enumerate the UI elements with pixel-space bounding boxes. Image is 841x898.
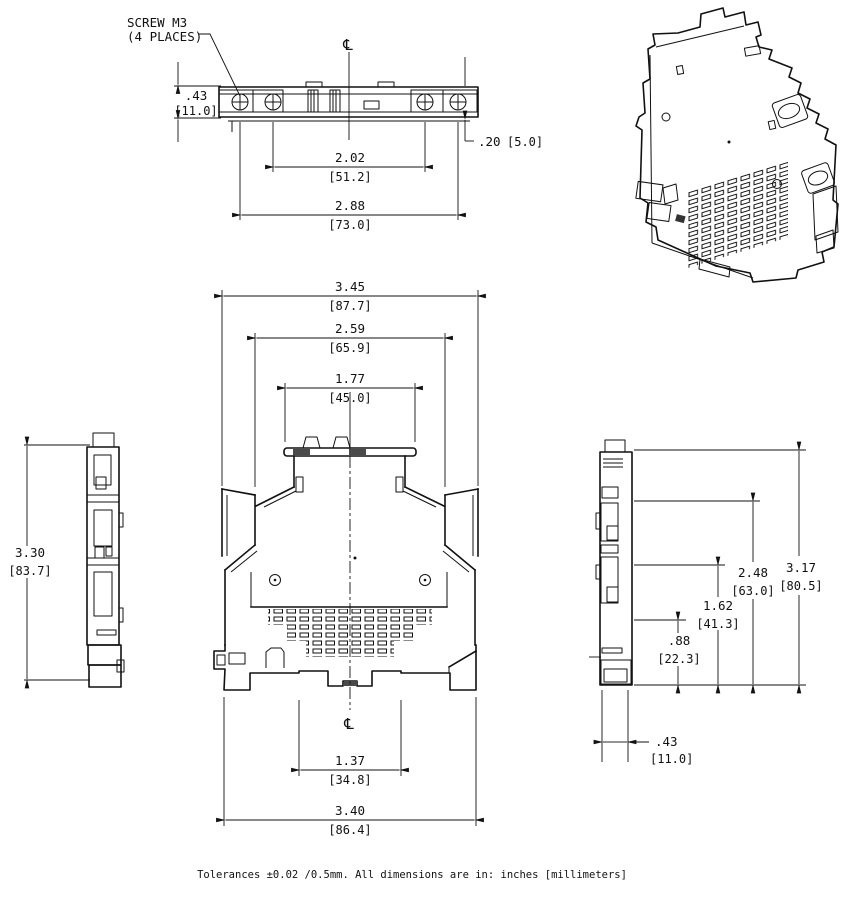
dim-right-body-width: .43 [11.0] — [593, 690, 693, 766]
front-tab — [293, 449, 310, 455]
screw-icon — [231, 93, 249, 111]
front-tab — [349, 449, 366, 455]
dim-text: .43 — [185, 88, 208, 103]
centerline-symbol: ℄ — [342, 36, 353, 54]
dim-base-width: 3.40 [86.4] — [216, 697, 484, 837]
terminal-block-right — [410, 89, 478, 113]
dim-text-mm: [5.0] — [507, 135, 543, 149]
front-screw-hole — [419, 574, 431, 586]
dim-body-height: .43 [11.0] — [174, 62, 221, 142]
screw-note: SCREW M3 (4 PLACES) — [127, 15, 241, 97]
dim-text: .20 — [478, 134, 501, 149]
dim-outer-screw-spacing: 2.88 [73.0] — [232, 122, 466, 232]
center-posts — [307, 89, 341, 113]
front-view: ℄ 3.45 [87.7] 2.59 [65.9] 1.77 [45.0] — [213, 279, 486, 837]
iso-hole — [772, 179, 782, 189]
dim-overall-width: 3.45 [87.7] — [214, 279, 486, 486]
din-latch — [265, 647, 285, 668]
front-wing-left — [221, 488, 256, 557]
dim-text-mm: [51.2] — [328, 170, 371, 184]
dim-text: 2.59 — [335, 321, 365, 336]
dim-text-mm: [83.7] — [8, 564, 51, 578]
top-view-body — [218, 81, 479, 132]
front-clip-bump — [302, 436, 321, 449]
iso-top-slot — [743, 45, 762, 57]
dim-upper-body-width: 2.59 [65.9] — [247, 321, 453, 487]
terminal-block-left — [218, 89, 284, 113]
dim-step2-height: 1.62 [41.3] — [696, 556, 740, 694]
dim-text: .88 — [668, 633, 691, 648]
front-screw-hole — [269, 574, 281, 586]
iso-hole — [661, 112, 671, 122]
front-wing-right — [444, 488, 479, 557]
left-side-body — [86, 432, 125, 688]
dim-left-overall-height: 3.30 [83.7] — [8, 436, 90, 689]
iso-vent-grid — [688, 159, 788, 268]
dim-screw-edge-offset: .20 [5.0] — [462, 57, 543, 149]
dim-text-mm: [65.9] — [328, 341, 371, 355]
dim-text-mm: [45.0] — [328, 391, 371, 405]
dim-text-mm: [73.0] — [328, 218, 371, 232]
front-clip-bump — [332, 436, 351, 449]
dim-text: 3.45 — [335, 279, 365, 294]
tolerance-note: Tolerances ±0.02 /0.5mm. All dimensions … — [197, 869, 627, 881]
dim-text: 2.48 — [738, 565, 768, 580]
iso-terminal-opening — [801, 162, 835, 194]
dim-text: 3.17 — [786, 560, 816, 575]
iso-mark — [767, 119, 777, 131]
dim-text: 1.62 — [703, 598, 733, 613]
dim-text: 1.77 — [335, 371, 365, 386]
centerline-symbol: ℄ — [343, 715, 354, 733]
dim-text: 3.30 — [15, 545, 45, 560]
dim-text-mm: [11.0] — [174, 104, 217, 118]
screw-icon — [449, 93, 467, 111]
dim-text-mm: [11.0] — [650, 752, 693, 766]
iso-silhouette — [635, 7, 839, 283]
dim-din-slot-width: 1.37 [34.8] — [291, 700, 409, 787]
screw-icon — [416, 93, 434, 111]
right-side-view: .88 [22.3] 1.62 [41.3] 2.48 [63.0] 3.17 … — [589, 439, 823, 766]
right-side-body — [589, 439, 633, 686]
front-view-body: ℄ — [213, 392, 479, 733]
screw-note-line2: (4 PLACES) — [127, 29, 202, 44]
front-base — [213, 644, 478, 691]
screw-icon — [264, 93, 282, 111]
dim-text-mm: [87.7] — [328, 299, 371, 313]
dim-right-overall-height: 3.17 [80.5] — [779, 441, 823, 694]
dim-text-mm: [86.4] — [328, 823, 371, 837]
top-clip-left — [305, 81, 323, 88]
dim-text-mm: [63.0] — [731, 584, 774, 598]
dim-top-cap-width: 1.77 [45.0] — [277, 371, 423, 442]
din-tab — [344, 681, 357, 686]
dim-inner-screw-spacing: 2.02 [51.2] — [265, 122, 433, 184]
top-window — [363, 100, 380, 110]
iso-mark — [675, 65, 685, 75]
dim-text-mm: [34.8] — [328, 773, 371, 787]
dim-step3-height: 2.48 [63.0] — [731, 492, 775, 694]
dim-text-mm: [80.5] — [779, 579, 822, 593]
iso-shaft-opening — [812, 185, 839, 241]
leader-line — [198, 33, 241, 97]
iso-din-clip — [635, 180, 686, 224]
dim-text: 3.40 — [335, 803, 365, 818]
dim-text: .43 — [655, 734, 678, 749]
iso-terminal-opening — [771, 93, 809, 129]
dim-text-mm: [41.3] — [696, 617, 739, 631]
isometric-view — [635, 7, 839, 283]
top-view: ℄ SCREW M3 (4 PLACES) .43 [11.0] 2.02 [5… — [127, 15, 543, 232]
iso-foot — [698, 258, 731, 278]
screw-note-line1: SCREW M3 — [127, 15, 187, 30]
dim-step1-height: .88 [22.3] — [657, 611, 701, 694]
dim-text: 2.02 — [335, 150, 365, 165]
dim-text: 1.37 — [335, 753, 365, 768]
dim-text: 2.88 — [335, 198, 365, 213]
top-clip-right — [377, 81, 395, 88]
dim-text-mm: [22.3] — [657, 652, 700, 666]
left-side-view: 3.30 [83.7] — [8, 432, 125, 689]
